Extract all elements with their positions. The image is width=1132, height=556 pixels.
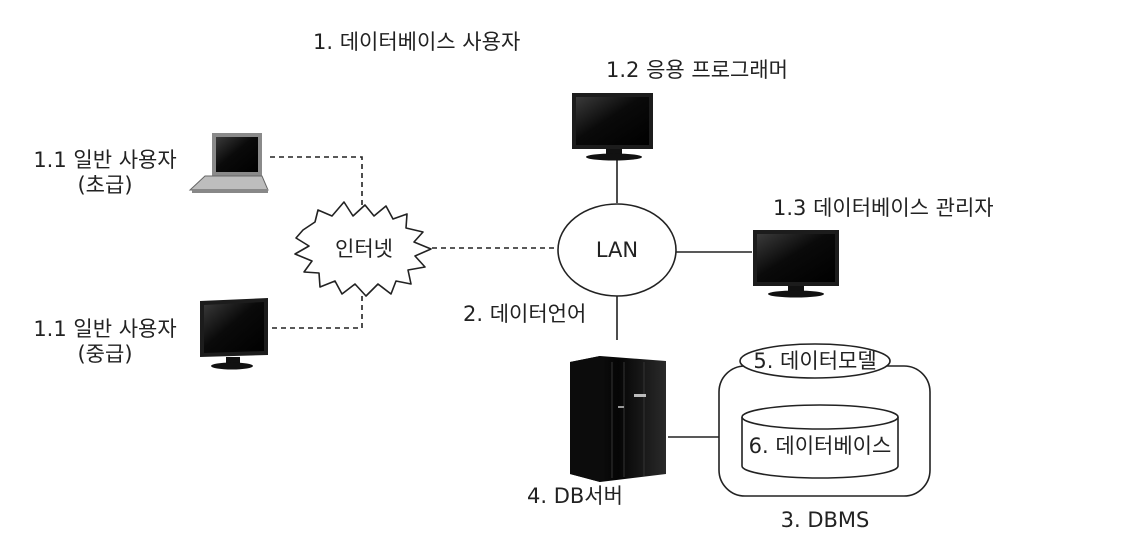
server-rack-icon: [570, 356, 666, 482]
lan-label: LAN: [595, 238, 639, 262]
monitor-icon-dba: [753, 230, 839, 298]
laptop-icon: [188, 133, 269, 193]
data-language-label: 2. 데이터언어: [463, 302, 587, 326]
dashed-connections: [270, 156, 556, 329]
laptop-internet-link: [270, 156, 363, 212]
app-programmer-label: 1.2 응용 프로그래머: [606, 58, 788, 82]
monitor-icon-programmer: [572, 93, 653, 161]
database-label: 6. 데이터베이스: [748, 434, 892, 458]
internet-label: 인터넷: [335, 237, 393, 261]
monitor-internet-link: [272, 288, 363, 329]
dbms-label: 3. DBMS: [780, 508, 870, 532]
lan-node: [557, 203, 677, 297]
internet-cloud-shape: [294, 201, 432, 297]
db-users-title: 1. 데이터베이스 사용자: [313, 30, 521, 54]
database-cylinder: [741, 404, 899, 479]
monitor-icon-intermediate: [200, 298, 268, 370]
general-user-intermediate-label: 1.1 일반 사용자 (중급): [22, 317, 188, 367]
general-user-intermediate-line1: 1.1 일반 사용자: [33, 317, 177, 341]
db-server-label: 4. DB서버: [527, 484, 623, 508]
general-user-intermediate-line2: (중급): [77, 342, 133, 366]
general-user-beginner-label: 1.1 일반 사용자 (초급): [22, 148, 188, 198]
dba-label: 1.3 데이터베이스 관리자: [773, 196, 994, 220]
data-model-label: 5. 데이터모델: [753, 349, 877, 373]
general-user-beginner-line2: (초급): [77, 173, 133, 197]
data-model-oval: [739, 343, 891, 379]
general-user-beginner-line1: 1.1 일반 사용자: [33, 148, 177, 172]
